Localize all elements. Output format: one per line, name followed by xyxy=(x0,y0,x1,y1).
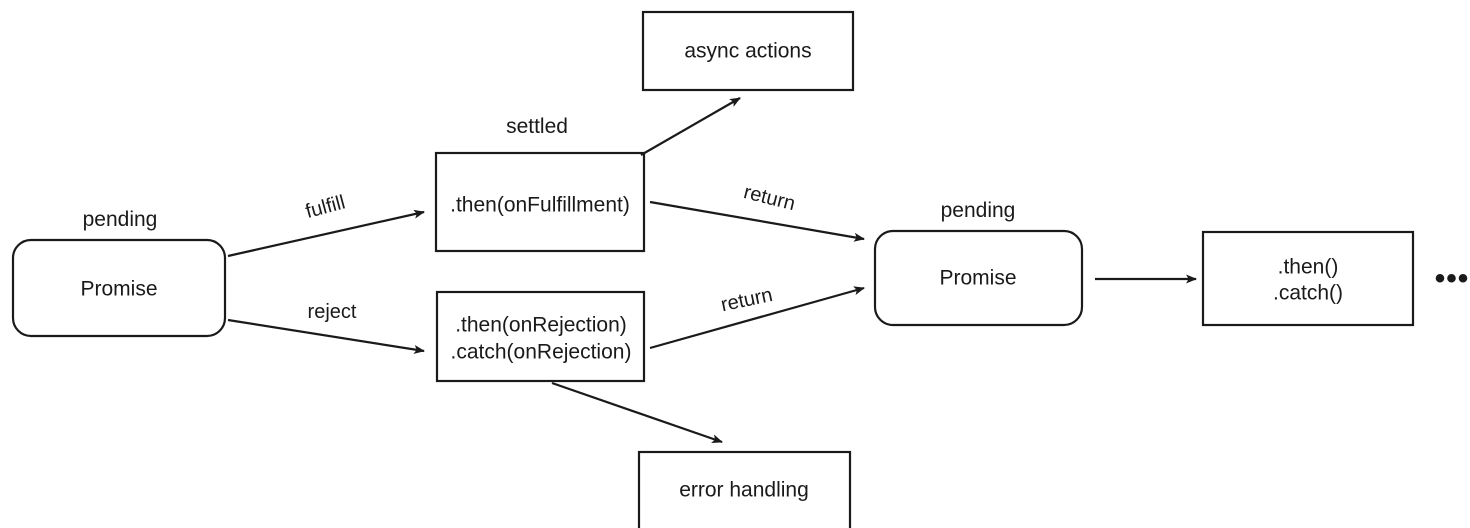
then-on-rejection-label-line2: .catch(onRejection) xyxy=(451,341,632,364)
promise-pending-left-box xyxy=(11,238,227,338)
then-catch-chain-label-line1: .then() xyxy=(1278,256,1339,279)
promise-pending-right-label: Promise xyxy=(939,267,1016,290)
node-error-handling[interactable]: error handling xyxy=(637,450,852,528)
async-actions-box xyxy=(641,10,855,92)
edge-label-return-upper: return xyxy=(741,181,797,215)
node-then-catch-chain[interactable]: .then() .catch() xyxy=(1201,230,1415,327)
node-promise-pending-right[interactable]: Promise xyxy=(873,229,1084,327)
edge-return-upper-arrow xyxy=(649,200,865,242)
error-handling-box xyxy=(637,450,852,528)
continuation-ellipsis: ••• xyxy=(1435,262,1470,295)
node-then-on-fulfillment[interactable]: .then(onFulfillment) xyxy=(434,151,646,253)
then-on-rejection-box xyxy=(435,290,646,383)
edge-error-handling-arrow xyxy=(551,381,723,444)
error-handling-label: error handling xyxy=(679,479,809,502)
edge-label-fulfill: fulfill xyxy=(303,191,347,223)
edge-label-return-lower: return xyxy=(719,284,775,316)
edge-async-actions-arrow xyxy=(640,97,741,156)
then-on-fulfillment-box xyxy=(434,151,646,253)
async-actions-label: async actions xyxy=(684,40,811,63)
promise-pending-left-label: Promise xyxy=(80,278,157,301)
promise-pending-right-box xyxy=(873,229,1084,327)
then-catch-chain-box xyxy=(1201,230,1415,327)
node-then-on-rejection[interactable]: .then(onRejection) .catch(onRejection) xyxy=(435,290,646,383)
state-label-pending-left: pending xyxy=(83,208,158,231)
then-on-fulfillment-label: .then(onFulfillment) xyxy=(450,194,630,217)
then-on-rejection-label-line1: .then(onRejection) xyxy=(455,314,627,337)
node-async-actions[interactable]: async actions xyxy=(641,10,855,92)
edge-reject-arrow xyxy=(227,318,425,354)
node-promise-pending-left[interactable]: Promise xyxy=(11,238,227,338)
state-label-pending-right: pending xyxy=(941,199,1016,222)
edge-fulfill-arrow xyxy=(227,209,425,258)
then-catch-chain-label-line2: .catch() xyxy=(1273,282,1343,305)
edge-return-lower-arrow xyxy=(649,286,865,350)
edge-label-reject: reject xyxy=(308,301,357,323)
state-label-settled: settled xyxy=(506,115,568,138)
